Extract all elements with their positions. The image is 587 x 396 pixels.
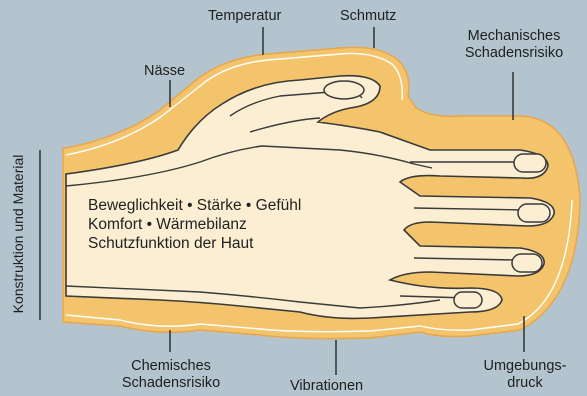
label-schmutz: Schmutz [340,8,396,25]
label-temperatur: Temperatur [208,8,281,25]
label-chemisch-line-2: Schadensrisiko [96,375,246,392]
center-text-line-3: Schutzfunktion der Haut [88,234,301,253]
nail-2 [518,204,550,222]
label-chemisches-schadensrisiko: Chemisches Schadensrisiko [96,358,246,392]
nail-3 [512,254,542,272]
center-text: Beweglichkeit • Stärke • Gefühl Komfort … [88,196,301,253]
label-umgebung-line-1: Umgebungs- [470,358,580,375]
label-chemisch-line-1: Chemisches [96,358,246,375]
label-mechanisches-schadensrisiko: Mechanisches Schadensrisiko [444,28,584,62]
thumb-nail [324,81,364,99]
center-text-line-2: Komfort • Wärmebilanz [88,215,301,234]
label-naesse: Nässe [144,63,185,80]
nail-1 [514,154,546,172]
label-umgebung-line-2: druck [470,375,580,392]
label-konstruktion-und-material: Konstruktion und Material [10,155,26,314]
center-text-line-1: Beweglichkeit • Stärke • Gefühl [88,196,301,215]
nail-4 [454,292,482,308]
label-vibrationen: Vibrationen [290,378,363,395]
label-mechanisch-line-2: Schadensrisiko [444,45,584,62]
label-umgebungsdruck: Umgebungs- druck [470,358,580,392]
label-mechanisch-line-1: Mechanisches [444,28,584,45]
